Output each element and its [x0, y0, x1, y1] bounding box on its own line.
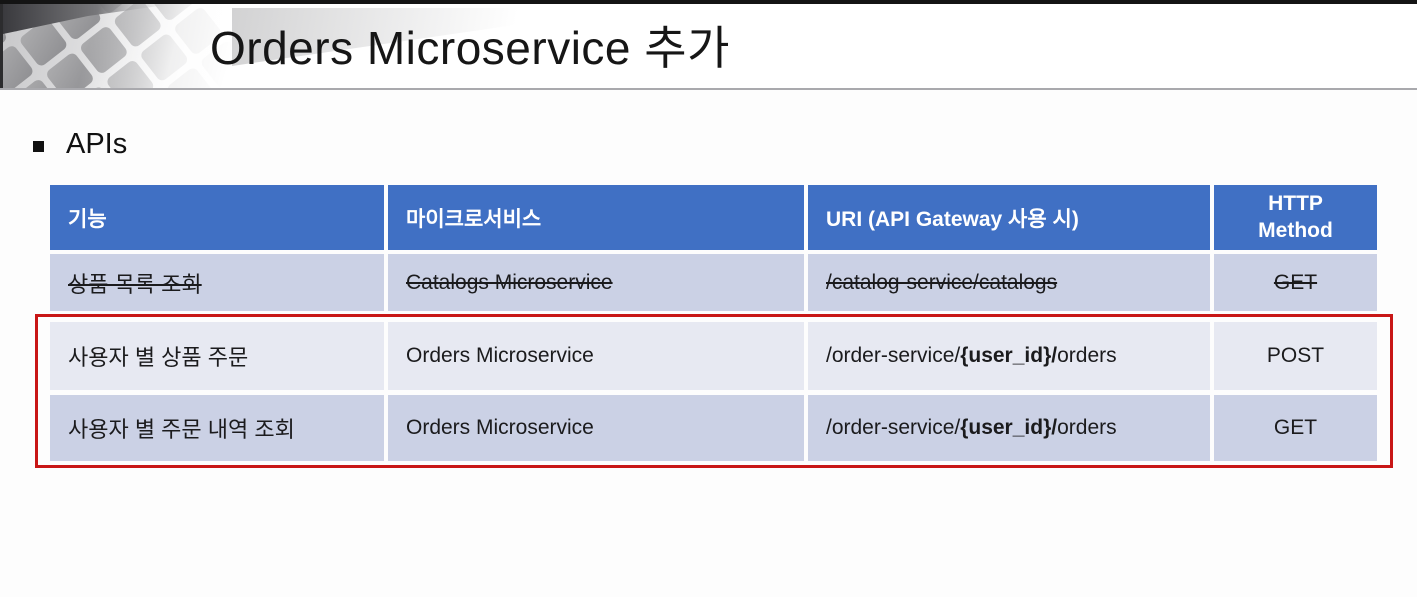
- feature-text: 상품 목록 조회: [68, 271, 202, 297]
- microservice-text: Orders Microservice: [406, 344, 594, 367]
- cell-feature: 사용자 별 상품 주문: [50, 322, 384, 390]
- uri-text: /order-service/{user_id}/orders: [826, 416, 1117, 439]
- uri-text: /catalog-service/catalogs: [826, 270, 1058, 294]
- api-table: 기능 마이크로서비스 URI (API Gateway 사용 시) HTTP M…: [50, 185, 1377, 461]
- header-http-method: HTTP Method: [1214, 185, 1377, 250]
- microservice-text: Catalogs Microservice: [406, 270, 613, 294]
- header-feature: 기능: [50, 185, 384, 250]
- table-row-catalogs: 상품 목록 조회 Catalogs Microservice /catalog-…: [50, 254, 1377, 311]
- header-microservice: 마이크로서비스: [388, 185, 804, 250]
- dark-corner-decoration: [3, 4, 173, 34]
- keyboard-image: [0, 4, 235, 88]
- cell-http-method: GET: [1214, 254, 1377, 311]
- cell-uri: /catalog-service/catalogs: [808, 254, 1210, 311]
- header-microservice-label: 마이크로서비스: [406, 207, 542, 231]
- feature-text: 사용자 별 상품 주문: [68, 345, 249, 370]
- table-header-row: 기능 마이크로서비스 URI (API Gateway 사용 시) HTTP M…: [50, 185, 1377, 250]
- keyboard-keys-decoration: [3, 4, 235, 88]
- cell-feature: 상품 목록 조회: [50, 254, 384, 311]
- title-band: Orders Microservice 추가: [0, 4, 1417, 90]
- cell-uri: /order-service/{user_id}/orders: [808, 395, 1210, 461]
- cell-feature: 사용자 별 주문 내역 조회: [50, 395, 384, 461]
- header-feature-label: 기능: [68, 207, 107, 231]
- method-text: GET: [1273, 270, 1318, 294]
- slide-title: Orders Microservice 추가: [210, 22, 730, 74]
- highlight-box: [35, 314, 1393, 468]
- cell-microservice: Orders Microservice: [388, 322, 804, 390]
- microservice-text: Orders Microservice: [406, 416, 594, 439]
- header-http-method-label: HTTP Method: [1258, 192, 1333, 242]
- cell-http-method: POST: [1214, 322, 1377, 390]
- method-text: GET: [1273, 416, 1318, 439]
- bullet-item-apis: APIs: [33, 128, 127, 161]
- cell-microservice: Catalogs Microservice: [388, 254, 804, 311]
- table-row-order-create: 사용자 별 상품 주문 Orders Microservice /order-s…: [50, 322, 1377, 390]
- uri-text: /order-service/{user_id}/orders: [826, 344, 1117, 367]
- top-edge-bar: [0, 0, 1417, 4]
- bullet-label: APIs: [66, 128, 128, 160]
- header-uri: URI (API Gateway 사용 시): [808, 185, 1210, 250]
- feature-text: 사용자 별 주문 내역 조회: [68, 417, 295, 442]
- bullet-square-icon: [33, 140, 44, 152]
- cell-uri: /order-service/{user_id}/orders: [808, 322, 1210, 390]
- method-text: POST: [1266, 344, 1325, 367]
- header-uri-label: URI (API Gateway 사용 시): [826, 207, 1079, 231]
- cell-http-method: GET: [1214, 395, 1377, 461]
- cell-microservice: Orders Microservice: [388, 395, 804, 461]
- table-row-order-list: 사용자 별 주문 내역 조회 Orders Microservice /orde…: [50, 395, 1377, 461]
